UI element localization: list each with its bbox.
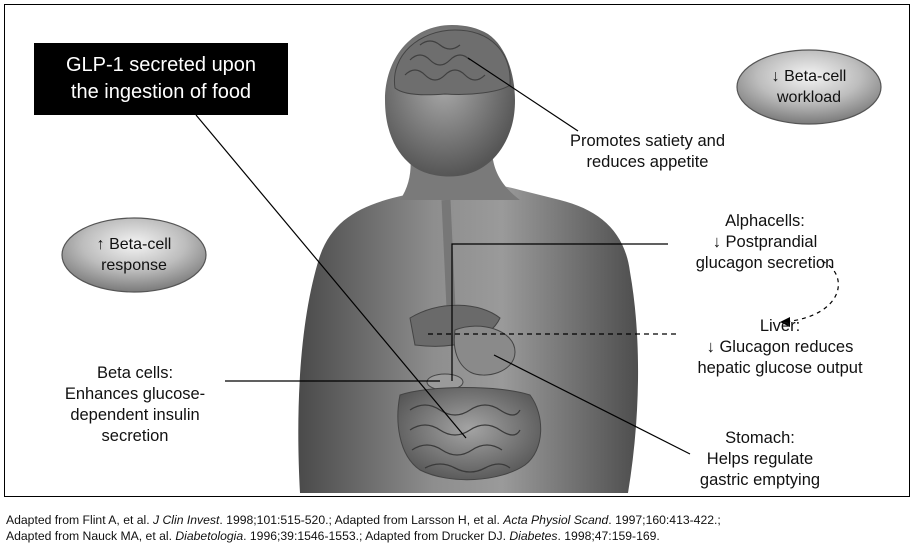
beta-cells-label: Beta cells: Enhances glucose- dependent …	[40, 363, 230, 447]
alpha-line2: ↓ Postprandial	[665, 232, 865, 253]
glp1-title-line2: the ingestion of food	[34, 79, 288, 106]
liver-label: Liver: ↓ Glucagon reduces hepatic glucos…	[675, 316, 885, 379]
stomach-line1: Stomach:	[670, 428, 850, 449]
citation-segment: Diabetologia	[175, 529, 243, 543]
citation-segment: Diabetes	[509, 529, 557, 543]
alpha-cells-label: Alphacells: ↓ Postprandial glucagon secr…	[665, 211, 865, 274]
liver-line3: hepatic glucose output	[675, 358, 885, 379]
liver-line1: Liver:	[675, 316, 885, 337]
citation-segment: . 1997;160:413-422.;	[608, 513, 721, 527]
human-figure	[298, 25, 638, 493]
satiety-line2: reduces appetite	[535, 152, 760, 173]
glp1-title-box: GLP-1 secreted upon the ingestion of foo…	[34, 43, 288, 115]
beta-cell-workload-label: ↓ Beta-cell workload	[745, 66, 873, 108]
glp1-title-line1: GLP-1 secreted upon	[34, 52, 288, 79]
response-line1: ↑ Beta-cell	[70, 234, 198, 255]
workload-line2: workload	[745, 87, 873, 108]
stomach-label: Stomach: Helps regulate gastric emptying	[670, 428, 850, 491]
intestines	[398, 388, 541, 480]
citation-segment: . 1998;101:515-520.; Adapted from Larsso…	[219, 513, 503, 527]
beta-line2: Enhances glucose-	[40, 384, 230, 405]
citation-segment: . 1998;47:159-169.	[557, 529, 659, 543]
stomach-line2: Helps regulate	[670, 449, 850, 470]
beta-cell-response-label: ↑ Beta-cell response	[70, 234, 198, 276]
citation-segment: Acta Physiol Scand	[503, 513, 608, 527]
beta-line1: Beta cells:	[40, 363, 230, 384]
citation-footer: Adapted from Flint A, et al. J Clin Inve…	[6, 512, 911, 544]
satiety-label: Promotes satiety and reduces appetite	[535, 131, 760, 173]
alpha-line1: Alphacells:	[665, 211, 865, 232]
citation-segment: Adapted from Flint A, et al.	[6, 513, 153, 527]
citation-segment: Adapted from Nauck MA, et al.	[6, 529, 175, 543]
beta-line3: dependent insulin	[40, 405, 230, 426]
stomach-line3: gastric emptying	[670, 470, 850, 491]
beta-line4: secretion	[40, 426, 230, 447]
workload-line1: ↓ Beta-cell	[745, 66, 873, 87]
response-line2: response	[70, 255, 198, 276]
citation-segment: . 1996;39:1546-1553.; Adapted from Druck…	[243, 529, 509, 543]
alpha-line3: glucagon secretion	[665, 253, 865, 274]
citation-segment: J Clin Invest	[153, 513, 219, 527]
citation-line1: Adapted from Flint A, et al. J Clin Inve…	[6, 512, 911, 528]
liver-line2: ↓ Glucagon reduces	[675, 337, 885, 358]
citation-line2: Adapted from Nauck MA, et al. Diabetolog…	[6, 528, 911, 544]
satiety-line1: Promotes satiety and	[535, 131, 760, 152]
